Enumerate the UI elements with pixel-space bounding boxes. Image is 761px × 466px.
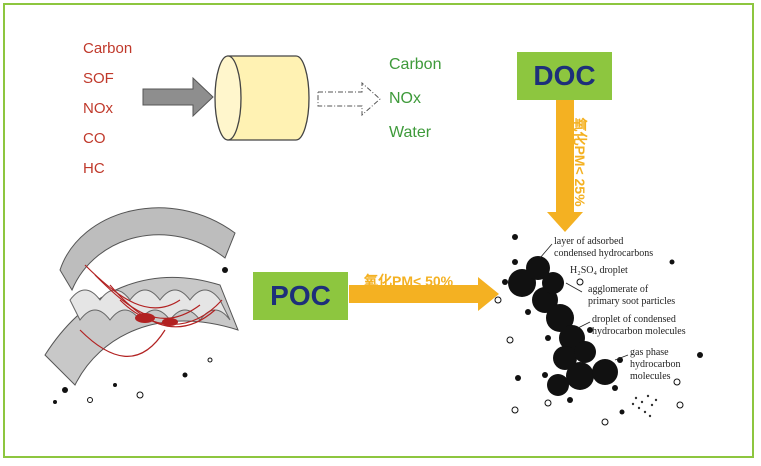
input-sof: SOF [83,70,114,87]
input-nox: NOx [83,100,113,117]
annotation-adsorbed-line1: layer of adsorbed [554,236,623,247]
catalyst-cylinder [214,55,310,141]
annotation-condensed-line2: hydrocarbon molecules [592,326,686,337]
output-carbon: Carbon [389,56,442,73]
soot-particle-cluster [494,234,703,426]
doc-label: DOC [533,60,596,91]
poc-box: POC [253,272,348,320]
output-water: Water [389,124,432,141]
annotation-condensed-line1: droplet of condensed [592,314,676,325]
annotation-droplet: H₂SO₄ droplet [570,265,628,276]
output-nox: NOx [389,90,421,107]
annotation-gas-line2: hydrocarbon [630,359,681,370]
annotation-gas-line3: molecules [630,371,671,382]
doc-oxidation-label: 氧化PM< 25% [572,117,588,207]
doc-box: DOC [517,52,612,100]
annotation-agglomerate-line1: agglomerate of [588,284,649,295]
input-carbon: Carbon [83,40,133,57]
annotation-gas-line1: gas phase [630,347,669,358]
input-co: CO [83,130,106,147]
input-list: Carbon SOF NOx CO HC [83,34,132,184]
doc-orange-arrow [547,100,583,232]
output-arrow [317,81,381,117]
annotation-agglomerate-line2: primary soot particles [588,296,675,307]
poc-orange-arrow [349,277,499,311]
annotation-adsorbed-line2: condensed hydrocarbons [554,248,653,259]
poc-oxidation-label: 氧化PM< 50% [364,273,454,289]
poc-label: POC [270,280,331,311]
input-hc: HC [83,160,105,177]
poc-filter-illustration [44,207,239,404]
input-arrow [142,76,214,118]
output-list: Carbon NOx Water [389,48,441,150]
